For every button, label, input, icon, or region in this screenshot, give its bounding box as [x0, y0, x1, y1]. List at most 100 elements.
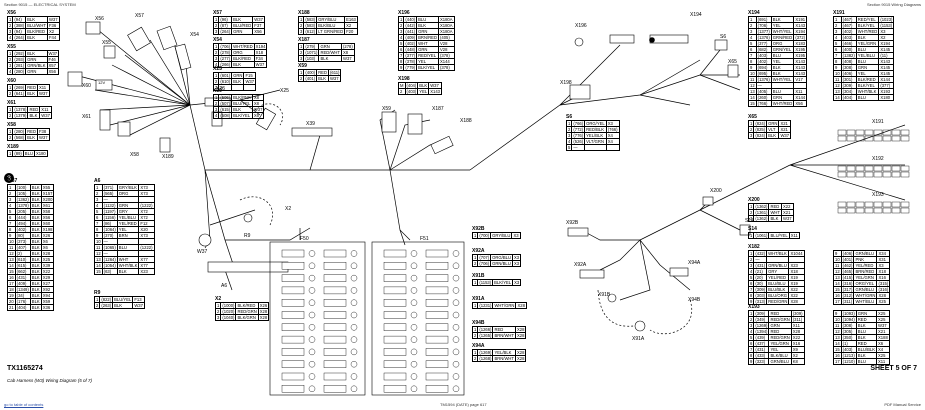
table-cell: (1153): [477, 279, 494, 286]
fuse-slot: [383, 286, 407, 295]
table-cell: (406): [840, 250, 855, 257]
fuse-terminal: [410, 324, 418, 331]
table-cell: BLK/RED: [855, 76, 880, 83]
fuse-terminal: [308, 385, 316, 392]
table-cell: X188: [876, 334, 890, 341]
label-x65: X65: [728, 59, 737, 65]
table-cell: BLK: [417, 82, 430, 89]
fuse-slot: [383, 262, 407, 270]
table-cell: YEL: [417, 88, 430, 95]
table-cell: (1361): [753, 209, 770, 216]
table-cell: WHT/RED: [231, 43, 255, 50]
table-cell: GRY/BLU: [490, 232, 513, 239]
table-cell: X180: [878, 94, 895, 101]
label-x56: X56: [95, 16, 104, 22]
fuse-terminal: [452, 250, 460, 257]
table-cell: (1071): [303, 49, 320, 56]
fuse-slot: [383, 360, 407, 368]
fuse-terminal: [350, 373, 358, 380]
table-cell: GRN: [766, 120, 780, 127]
table-cell: (103): [303, 55, 320, 62]
table-cell: X11: [876, 358, 890, 365]
table-cell: X157: [40, 190, 55, 197]
table-cell: (1394): [753, 328, 770, 335]
table-cell: BLU/BLK: [855, 346, 878, 353]
table-cell: GRN/YEL: [770, 46, 795, 53]
table-cell: X180: [33, 150, 48, 157]
table-cell: RED: [316, 69, 329, 76]
table-cell: 1: [6, 150, 14, 157]
table-cell: X28: [514, 355, 527, 362]
connector-pin: [855, 129, 865, 136]
connector-pin: [873, 165, 883, 172]
table-cell: YEL/GRN: [855, 40, 880, 47]
fuse-slot: [281, 385, 305, 393]
fuse-slot: [281, 372, 305, 381]
table-cell: (1231): [477, 302, 494, 309]
table-cell: W37: [778, 132, 792, 139]
label-x188: X188: [460, 118, 472, 124]
connector-pin: [900, 207, 910, 214]
table-cell: RED/WHT: [318, 49, 342, 56]
table-cell: BLU/YEL: [231, 100, 253, 107]
table-cell: (825): [753, 126, 768, 133]
connector-pin: [837, 129, 847, 136]
fuse-terminal: [350, 348, 358, 356]
table-cell: WHT/BLK: [116, 262, 140, 269]
table-row: 1(467)RED/YEL(1023): [833, 16, 895, 23]
label-x196: X196: [575, 23, 587, 29]
table-title: X60: [7, 78, 16, 84]
table-cell: BLK: [766, 132, 780, 139]
connector-pin: [837, 165, 847, 172]
table-cell: (309): [753, 286, 768, 293]
table-cell: W37: [46, 50, 60, 57]
table-row: 7(1382)YEL/BLU(11): [833, 52, 895, 59]
table-cell: (315): [876, 280, 891, 287]
table-cell: BLK: [29, 208, 42, 215]
label-x92b: X92B: [566, 220, 579, 226]
fuse-terminal: [350, 274, 358, 282]
table-cell: BLK: [112, 302, 134, 309]
toc-link[interactable]: go to table of contents: [4, 402, 44, 407]
connector-pin: [855, 207, 865, 214]
table-cell: X23: [138, 268, 155, 275]
table-cell: YEL/GRN: [768, 340, 792, 347]
table-cell: (1377): [755, 28, 772, 35]
table-row: 1(279)GRN(278): [297, 43, 355, 50]
table-title: X56: [7, 10, 16, 16]
fuse-slot: [281, 348, 305, 356]
fuse-terminal: [308, 311, 316, 319]
table-cell: (610): [218, 78, 233, 85]
fuse-slot: [323, 323, 347, 331]
table-row: 1(309)RED(309): [747, 310, 805, 317]
table-cell: (1269): [753, 322, 770, 329]
table-cell: (766): [605, 126, 620, 133]
fuse-slot: [323, 262, 347, 270]
